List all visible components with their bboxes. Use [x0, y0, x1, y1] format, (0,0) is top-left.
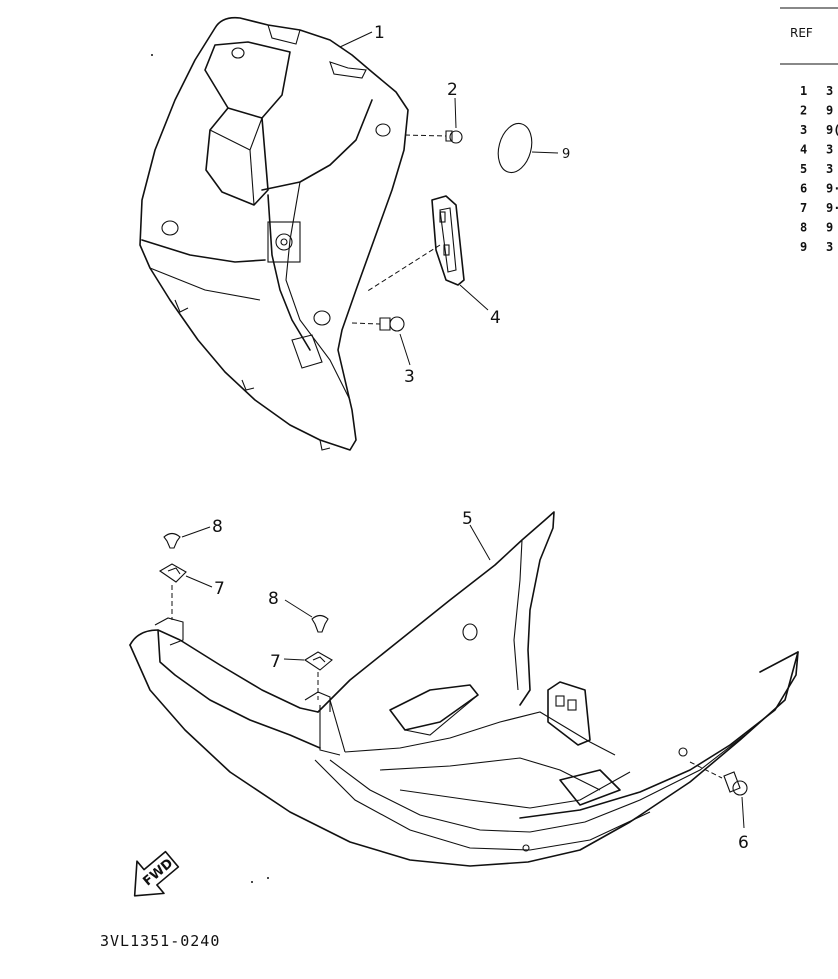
callout-6: 6 [738, 833, 749, 853]
bracket-part-4 [365, 195, 489, 311]
ref-table-ref: 4 [800, 143, 807, 157]
cap-part-9 [497, 122, 559, 174]
diagram-code: 3VL1351-0240 [100, 932, 220, 950]
bolt-part-3 [351, 316, 411, 366]
ref-table: REF 1 3 2 9 3 9( 4 3 5 3 6 9· 7 9· 8 9 9 3 [780, 7, 838, 254]
clip-part-8-lower [284, 599, 329, 633]
ref-table-ref: 5 [800, 162, 807, 176]
ref-table-ref: 2 [800, 104, 807, 118]
callout-1: 1 [374, 23, 385, 43]
ref-table-part-number: 9( [826, 123, 838, 137]
callout-7-lower: 7 [270, 652, 281, 672]
stray-dot [151, 54, 153, 56]
ref-table-part-number: 3 [826, 240, 833, 254]
screw-part-2 [404, 97, 463, 144]
callout-3: 3 [404, 367, 415, 387]
stray-dot [251, 881, 253, 883]
ref-table-ref: 9 [800, 240, 807, 254]
ref-table-part-number: 9 [826, 221, 833, 235]
fwd-arrow-icon: FWD [133, 850, 180, 897]
callout-9: 9 [562, 147, 570, 162]
ref-table-part-number: 3 [826, 84, 833, 98]
leader-1 [339, 31, 373, 48]
ref-table-part-number: 9 [826, 104, 833, 118]
callout-8-upper: 8 [212, 517, 223, 537]
ref-table-ref: 6 [800, 182, 807, 196]
callout-5: 5 [462, 509, 473, 529]
ref-table-part-number: 3 [826, 162, 833, 176]
bolt-part-6 [689, 761, 748, 829]
ref-table-ref: 3 [800, 123, 807, 137]
ref-table-header: REF [790, 26, 813, 40]
stray-dot [267, 877, 269, 879]
callout-7-upper: 7 [214, 579, 225, 599]
floor-board-part-5 [129, 511, 799, 867]
ref-table-part-number: 9· [826, 182, 838, 196]
nut-part-7-lower [283, 651, 333, 700]
callout-2: 2 [447, 80, 458, 100]
callout-4: 4 [490, 308, 501, 328]
leader-5 [469, 524, 491, 561]
front-inner-panel [139, 16, 409, 451]
ref-table-part-number: 3 [826, 143, 833, 157]
ref-table-part-number: 9· [826, 201, 838, 215]
nut-part-7-upper [158, 563, 213, 620]
callout-8-lower: 8 [268, 589, 279, 609]
ref-table-ref: 7 [800, 201, 807, 215]
clip-part-8-upper [163, 526, 211, 549]
ref-table-ref: 8 [800, 221, 807, 235]
ref-table-ref: 1 [800, 84, 807, 98]
